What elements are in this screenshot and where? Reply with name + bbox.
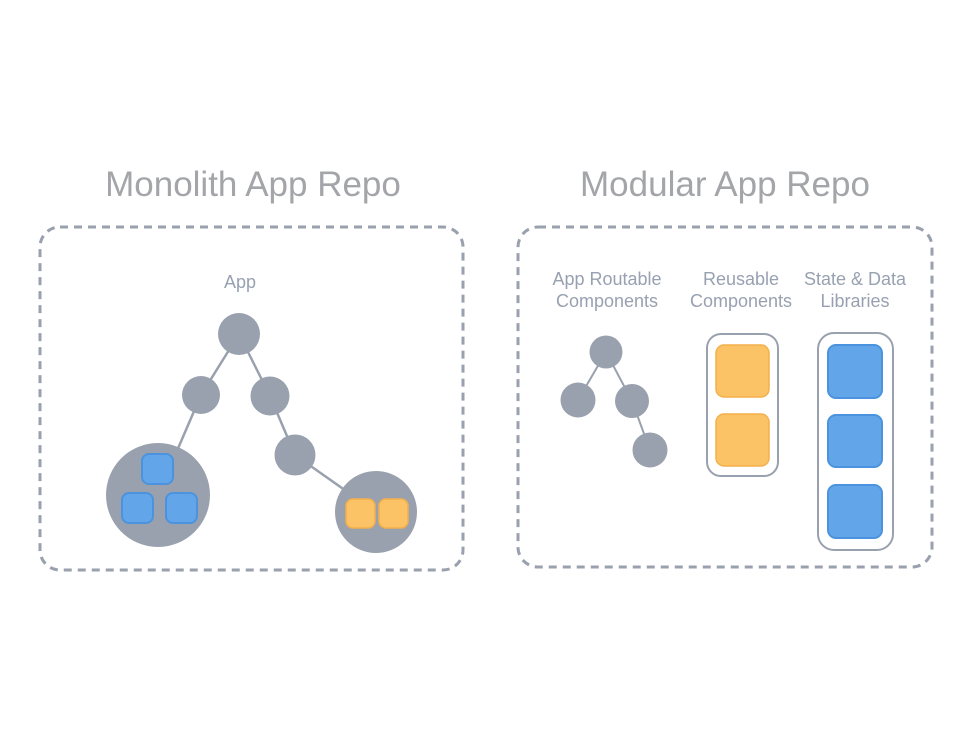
monolith-root-node [218, 313, 260, 355]
app-routable-components-label-line1: App Routable [552, 269, 661, 289]
state-data-libraries-label-line2: Libraries [820, 291, 889, 311]
monolith-right-child-node [250, 376, 290, 416]
reusable-components-label-line1: Reusable [703, 269, 779, 289]
reusable-components-label-line2: Components [690, 291, 792, 311]
app-root-label: App [224, 272, 256, 292]
reusable-components-group [706, 333, 779, 477]
monolith-grandchild-node [274, 434, 316, 476]
monolith-title: Monolith App Repo [105, 165, 401, 204]
modular-left-child-node [560, 382, 596, 418]
orange-component-square [715, 344, 770, 398]
monolith-repo-boundary [38, 225, 465, 572]
blue-component-square [165, 492, 198, 524]
state-data-libraries-label-line1: State & Data [804, 269, 907, 289]
blue-component-square [827, 344, 883, 399]
modular-root-node [589, 335, 623, 369]
blue-component-square [141, 453, 174, 485]
monolith-left-child-node [182, 376, 220, 414]
monolith-blue-components [121, 453, 198, 524]
orange-component-square [345, 498, 376, 529]
state-data-libraries-group [817, 332, 894, 551]
modular-repo-boundary [516, 225, 934, 569]
monolith-tree-nodes [106, 313, 417, 553]
modular-column-labels: App Routable Components Reusable Compone… [552, 269, 907, 311]
modular-right-child-node [615, 384, 649, 418]
modular-title: Modular App Repo [580, 165, 870, 204]
orange-component-square [378, 498, 409, 529]
modular-routable-tree-nodes [560, 335, 668, 468]
app-routable-components-label-line2: Components [556, 291, 658, 311]
orange-component-square [715, 413, 770, 467]
modular-grandchild-node [632, 432, 668, 468]
monolith-orange-components [345, 498, 409, 529]
blue-component-square [827, 484, 883, 539]
blue-component-square [121, 492, 154, 524]
monolith-orange-module-circle [335, 471, 417, 553]
blue-component-square [827, 414, 883, 468]
